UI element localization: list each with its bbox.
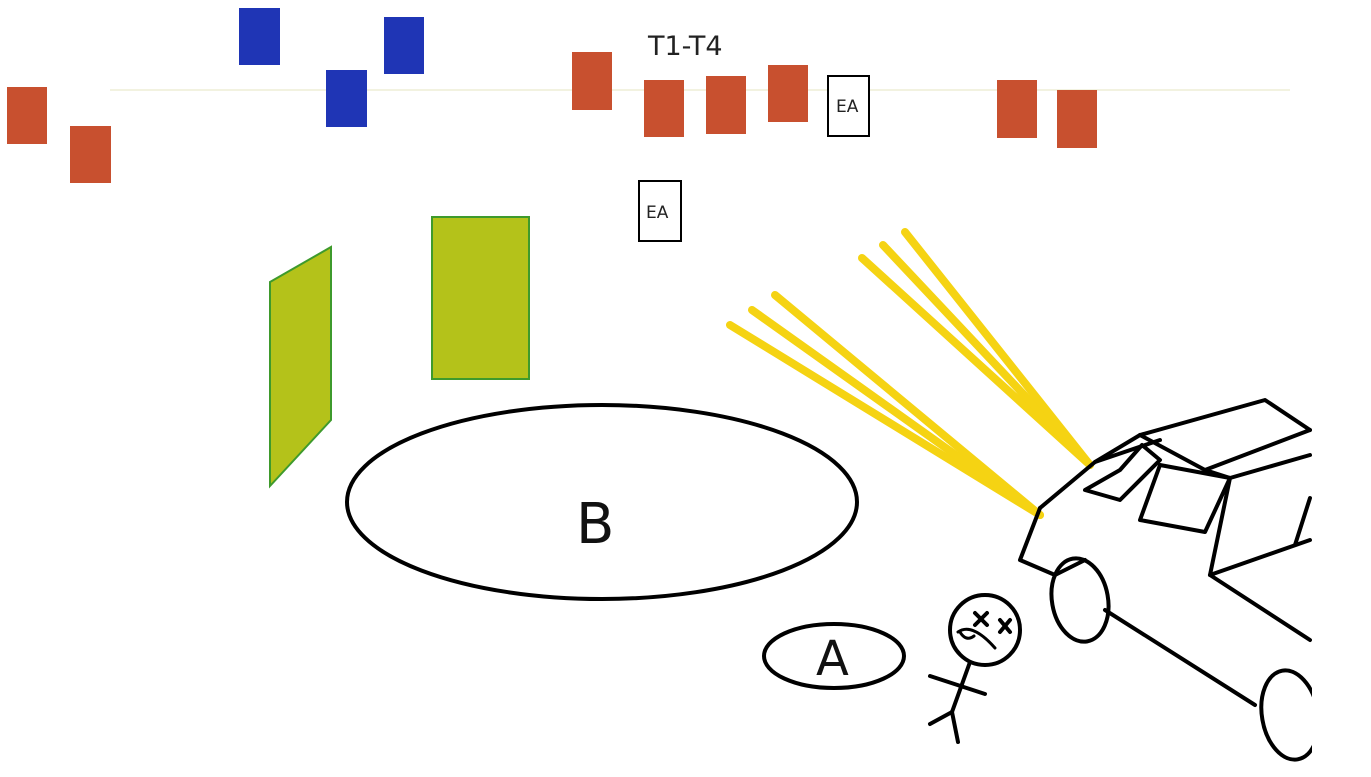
light-beam bbox=[748, 306, 1044, 519]
light-beam bbox=[726, 321, 1044, 519]
ea-box-frame bbox=[638, 180, 682, 242]
area-b-ellipse bbox=[345, 403, 859, 601]
green-panel-left bbox=[269, 245, 332, 489]
red-marker bbox=[572, 52, 612, 110]
blue-marker bbox=[326, 70, 367, 127]
stick-figure-icon bbox=[928, 593, 1022, 744]
red-marker bbox=[1057, 90, 1097, 148]
red-marker bbox=[768, 65, 808, 122]
light-beam bbox=[879, 241, 1094, 469]
green-panel-right bbox=[431, 216, 530, 380]
light-beams bbox=[726, 228, 1094, 519]
red-marker bbox=[997, 80, 1037, 138]
light-beam bbox=[901, 228, 1094, 469]
blue-marker bbox=[384, 17, 424, 74]
red-marker bbox=[644, 80, 684, 137]
ea-box-label: EA bbox=[646, 203, 669, 223]
ea-box-label: EA bbox=[836, 97, 859, 117]
blue-markers bbox=[239, 8, 424, 127]
ea-box: EA bbox=[827, 75, 870, 137]
area-b: B bbox=[345, 403, 859, 601]
group-label: T1-T4 bbox=[647, 31, 723, 62]
red-marker bbox=[7, 87, 47, 144]
area-a-ellipse bbox=[762, 622, 906, 690]
area-b-label: B bbox=[576, 492, 614, 557]
area-a: A bbox=[762, 622, 906, 690]
blue-marker bbox=[239, 8, 280, 65]
red-marker bbox=[706, 76, 746, 134]
edge-mask bbox=[1312, 380, 1371, 777]
light-beam bbox=[858, 254, 1094, 469]
car-outline-icon bbox=[1018, 398, 1321, 762]
red-marker bbox=[70, 126, 111, 183]
area-a-label: A bbox=[816, 631, 849, 687]
light-beam bbox=[771, 291, 1044, 519]
red-markers bbox=[7, 52, 1097, 183]
ea-box: EA bbox=[638, 180, 682, 242]
ea-box-frame bbox=[827, 75, 870, 137]
